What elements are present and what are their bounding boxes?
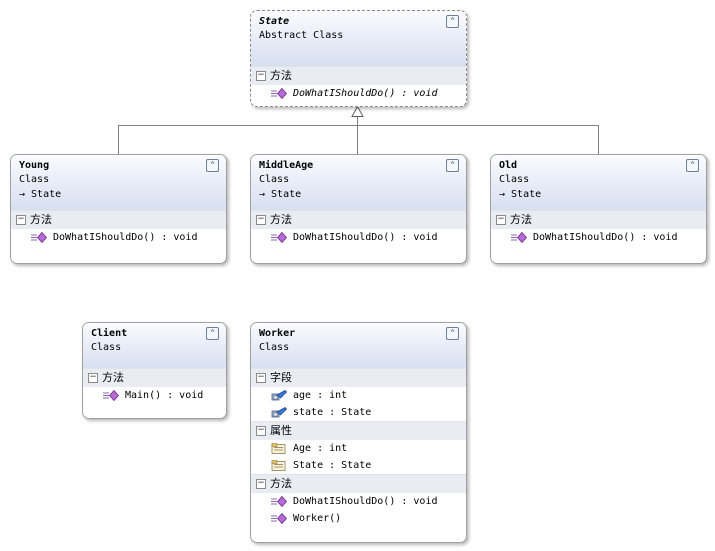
section-header[interactable]: −方法 xyxy=(83,368,226,387)
section-collapse-icon[interactable]: − xyxy=(88,372,98,383)
inheritance-arrowhead-icon xyxy=(351,106,364,117)
class-base-type: → State xyxy=(499,189,542,200)
member-row[interactable]: Worker() xyxy=(251,510,466,527)
section-title: 方法 xyxy=(102,371,124,384)
inheritance-connector-old xyxy=(598,125,599,155)
section-header[interactable]: −方法 xyxy=(11,210,226,229)
class-stereotype: Abstract Class xyxy=(259,30,344,41)
inheritance-connector-bar xyxy=(118,125,599,126)
section-collapse-icon[interactable]: − xyxy=(256,425,266,436)
section-title: 方法 xyxy=(270,477,292,490)
collapse-chevron-icon[interactable]: ⌃ xyxy=(446,15,459,28)
member-row[interactable]: DoWhatIShouldDo() : void xyxy=(251,493,466,510)
member-row[interactable]: DoWhatIShouldDo() : void xyxy=(491,229,706,246)
inheritance-connector-trunk xyxy=(357,116,358,126)
section-title: 属性 xyxy=(270,424,292,437)
member-text: Age : int xyxy=(293,443,348,454)
member-text: Main() : void xyxy=(125,390,204,401)
section-header[interactable]: −方法 xyxy=(491,210,706,229)
member-row[interactable]: state : State xyxy=(251,404,466,421)
class-stereotype: Class xyxy=(259,342,290,353)
section-header[interactable]: −方法 xyxy=(251,66,466,85)
collapse-chevron-icon[interactable]: ⌃ xyxy=(446,327,459,340)
member-text: DoWhatIShouldDo() : void xyxy=(293,496,438,507)
member-row[interactable]: age : int xyxy=(251,387,466,404)
class-stereotype: Class xyxy=(91,342,122,353)
class-header: Client Class ⌃ xyxy=(83,323,226,368)
section-collapse-icon[interactable]: − xyxy=(256,70,266,81)
class-name: Client xyxy=(91,328,128,339)
member-row[interactable]: State : State xyxy=(251,457,466,474)
member-text: DoWhatIShouldDo() : void xyxy=(293,88,438,99)
member-text: DoWhatIShouldDo() : void xyxy=(53,232,198,243)
inheritance-connector-middleage xyxy=(357,125,358,155)
class-stereotype: Class xyxy=(499,174,530,185)
class-header: Young Class → State ⌃ xyxy=(11,155,226,210)
section-header[interactable]: −字段 xyxy=(251,368,466,387)
member-text: age : int xyxy=(293,390,348,401)
section-title: 方法 xyxy=(30,213,52,226)
class-header: State Abstract Class ⌃ xyxy=(251,11,466,66)
member-row[interactable]: DoWhatIShouldDo() : void xyxy=(11,229,226,246)
section-title: 方法 xyxy=(510,213,532,226)
class-name: Worker xyxy=(259,328,296,339)
section-title: 方法 xyxy=(270,213,292,226)
member-row[interactable]: DoWhatIShouldDo() : void xyxy=(251,229,466,246)
class-header: MiddleAge Class → State ⌃ xyxy=(251,155,466,210)
class-base-type: → State xyxy=(259,189,302,200)
section-header[interactable]: −方法 xyxy=(251,474,466,493)
section-collapse-icon[interactable]: − xyxy=(496,214,506,225)
section-title: 字段 xyxy=(270,371,292,384)
class-header: Worker Class ⌃ xyxy=(251,323,466,368)
member-text: DoWhatIShouldDo() : void xyxy=(533,232,678,243)
class-base-type: → State xyxy=(19,189,62,200)
inheritance-connector-young xyxy=(118,125,119,155)
collapse-chevron-icon[interactable]: ⌃ xyxy=(206,327,219,340)
section-collapse-icon[interactable]: − xyxy=(256,214,266,225)
class-stereotype: Class xyxy=(259,174,290,185)
class-name: Young xyxy=(19,160,50,171)
member-row[interactable]: Main() : void xyxy=(83,387,226,404)
section-header[interactable]: −方法 xyxy=(251,210,466,229)
class-stereotype: Class xyxy=(19,174,50,185)
member-row[interactable]: Age : int xyxy=(251,440,466,457)
section-header[interactable]: −属性 xyxy=(251,421,466,440)
collapse-chevron-icon[interactable]: ⌃ xyxy=(206,159,219,172)
member-row[interactable]: DoWhatIShouldDo() : void xyxy=(251,85,466,102)
class-name: MiddleAge xyxy=(259,160,314,171)
section-collapse-icon[interactable]: − xyxy=(256,372,266,383)
collapse-chevron-icon[interactable]: ⌃ xyxy=(446,159,459,172)
member-text: state : State xyxy=(293,407,372,418)
section-collapse-icon[interactable]: − xyxy=(16,214,26,225)
section-title: 方法 xyxy=(270,69,292,82)
collapse-chevron-icon[interactable]: ⌃ xyxy=(686,159,699,172)
class-header: Old Class → State ⌃ xyxy=(491,155,706,210)
member-text: State : State xyxy=(293,460,372,471)
class-name: Old xyxy=(499,160,518,171)
member-text: DoWhatIShouldDo() : void xyxy=(293,232,438,243)
section-collapse-icon[interactable]: − xyxy=(256,478,266,489)
class-name: State xyxy=(259,16,290,27)
member-text: Worker() xyxy=(293,513,342,524)
